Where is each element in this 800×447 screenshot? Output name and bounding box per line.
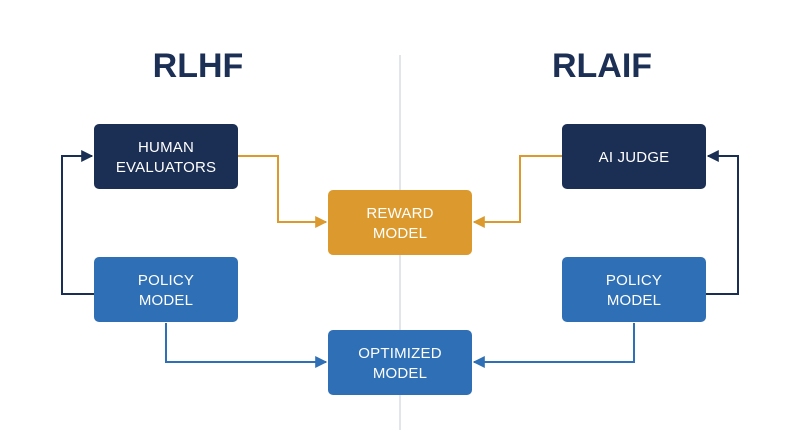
left-policy-model-label-line-1: POLICY — [138, 272, 194, 289]
ai-judge-to-reward-model-arrow — [472, 155, 562, 228]
rlhf-title: RLHF — [153, 47, 244, 85]
ai-judge-label: AI JUDGE — [599, 149, 670, 166]
ai-judge-box: AI JUDGE — [562, 124, 706, 189]
left-policy-to-human-evaluators-arrow — [61, 150, 94, 295]
left-policy-model-box: POLICY MODEL — [94, 257, 238, 322]
left-policy-model-label-line-2: MODEL — [139, 292, 193, 309]
optimized-model-label-line-2: MODEL — [373, 365, 427, 382]
right-policy-to-optimized-model-arrow — [472, 323, 635, 368]
reward-model-label-line-1: REWARD — [366, 205, 433, 222]
right-policy-model-label-line-1: POLICY — [606, 272, 662, 289]
right-policy-to-ai-judge-arrow — [706, 150, 739, 295]
optimized-model-box: OPTIMIZED MODEL — [328, 330, 472, 395]
left-policy-to-optimized-model-arrow — [165, 323, 328, 368]
right-policy-model-label-line-2: MODEL — [607, 292, 661, 309]
reward-model-box: REWARD MODEL — [328, 190, 472, 255]
human-evaluators-to-reward-model-arrow — [238, 155, 328, 228]
reward-model-label-line-2: MODEL — [373, 225, 427, 242]
optimized-model-label-line-1: OPTIMIZED — [358, 345, 441, 362]
rlaif-title: RLAIF — [552, 47, 652, 85]
human-evaluators-label-line-1: HUMAN — [138, 139, 194, 156]
human-evaluators-box: HUMAN EVALUATORS — [94, 124, 238, 189]
human-evaluators-label-line-2: EVALUATORS — [116, 159, 216, 176]
right-policy-model-box: POLICY MODEL — [562, 257, 706, 322]
